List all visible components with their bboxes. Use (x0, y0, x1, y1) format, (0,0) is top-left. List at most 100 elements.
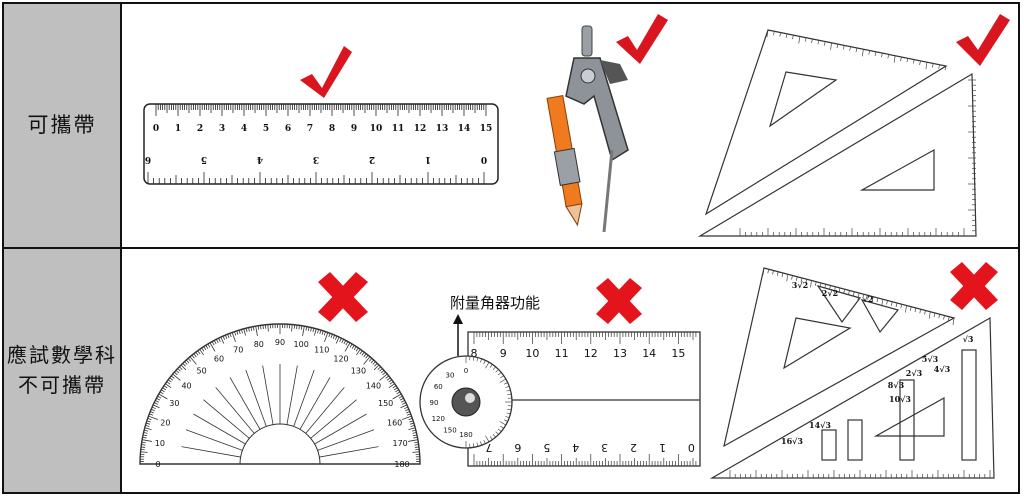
triangle-mark: 2√3 (906, 368, 923, 378)
protractor-ray (245, 369, 267, 427)
protractor-number: 50 (196, 367, 206, 376)
protractor-tick (353, 346, 357, 351)
protractor-number: 30 (169, 399, 179, 408)
protractor-tick (234, 331, 237, 336)
protractor-tick (166, 381, 171, 385)
protractor-tick (205, 345, 209, 349)
protractor-tick (395, 389, 399, 393)
protractor-tick (236, 330, 239, 335)
ruler-bottom-number: 4 (257, 154, 263, 164)
protractor-tick (349, 343, 353, 348)
protractor-tick (182, 363, 186, 367)
protractor-tick (355, 347, 359, 352)
dial-number: 60 (434, 383, 443, 391)
protractor-tick (335, 336, 340, 344)
protractor-number: 120 (333, 354, 348, 363)
protractor-tick (363, 356, 371, 365)
protractor-tick (257, 325, 260, 330)
set-square-tick (842, 45, 845, 50)
ruler-top-number: 7 (307, 124, 313, 134)
set-square-tick (776, 271, 779, 276)
set-square-tick (947, 316, 950, 321)
set-square-tick (785, 33, 788, 38)
triangle-mark: 5√3 (922, 354, 939, 364)
dial-tick (499, 421, 506, 426)
protractor-tick (255, 326, 258, 337)
set-square-tick (773, 31, 775, 36)
ruler-top-number: 2 (197, 124, 203, 134)
protractor-tick (363, 353, 367, 358)
dial-tick (507, 408, 512, 411)
protractor-tick (377, 366, 381, 370)
dial-number: 150 (443, 427, 456, 435)
dial-tick (483, 439, 486, 444)
protractor-tick (373, 364, 380, 371)
pr-bottom-number: 5 (543, 441, 550, 454)
protractor-tick (149, 413, 154, 416)
protractor-tick (388, 383, 395, 389)
triangle-mark: 16√3 (781, 436, 803, 446)
protractor-number: 90 (275, 338, 285, 347)
protractor-tick (145, 425, 150, 427)
set-square-pair-special: 2√23√2√24√35√310√316√314√38√32√3√3 (709, 267, 995, 479)
protractor-tick (197, 350, 201, 355)
protractor-tick (238, 330, 241, 335)
set-square-tick (779, 32, 782, 37)
protractor-tick (408, 418, 413, 421)
set-square-tick (762, 267, 765, 276)
protractor-ray (215, 387, 255, 434)
dial-tick (495, 431, 499, 435)
protractor-tick (374, 363, 378, 367)
protractor-tick (147, 418, 152, 421)
protractor-ray (262, 365, 274, 425)
set-square-tick (836, 44, 839, 49)
dial-tick (505, 385, 510, 388)
protractor-tick (393, 387, 398, 391)
protractor-tick (144, 427, 152, 430)
set-square-tick (876, 297, 879, 303)
protractor-ray (203, 399, 250, 439)
ruler-bottom-number: 0 (481, 154, 487, 164)
ruler-top-number: 13 (436, 124, 449, 134)
protractor-tick (241, 329, 243, 334)
triangle-mark: 14√3 (809, 420, 831, 430)
set-square-tick (800, 277, 803, 283)
dial-tick (476, 442, 479, 447)
protractor-tick (146, 420, 151, 423)
protractor-tick (229, 333, 232, 338)
protractor-tick (157, 395, 162, 399)
ruler-bottom-number: 2 (369, 154, 375, 164)
set-square-tick (792, 35, 794, 40)
pr-bottom-number: 3 (601, 441, 608, 454)
protractor-tick (323, 331, 326, 336)
triangle-mark: 10√3 (889, 394, 911, 404)
protractor-tick (150, 411, 155, 414)
set-square-tick (862, 294, 865, 299)
protractor-tick (209, 342, 216, 352)
protractor-number: 180 (394, 460, 409, 469)
protractor-tick (161, 389, 165, 393)
pr-bottom-number: 4 (572, 441, 579, 454)
set-square-tick (919, 309, 922, 314)
protractor-tick (359, 350, 363, 355)
set-square-tick (798, 36, 801, 44)
protractor-tick (199, 349, 205, 356)
set-square-tick (852, 291, 855, 296)
set-square-tick (893, 55, 896, 63)
protractor-tick (368, 358, 373, 362)
protractor-tick (412, 451, 420, 453)
protractor-tick (167, 379, 172, 383)
protractor-tick (344, 342, 351, 352)
protractor-tick (405, 411, 410, 414)
dial-tick (480, 441, 483, 446)
protractor-tick (172, 373, 181, 381)
protractor-tick (169, 377, 174, 381)
check-icon (956, 14, 1010, 66)
set-square-tick (804, 37, 807, 42)
set-square-tick (914, 307, 917, 313)
protractor-tick (150, 408, 155, 412)
protractor-tick (343, 340, 347, 345)
protractor-tick (248, 327, 250, 332)
ruler-bottom-number: 5 (201, 154, 207, 164)
